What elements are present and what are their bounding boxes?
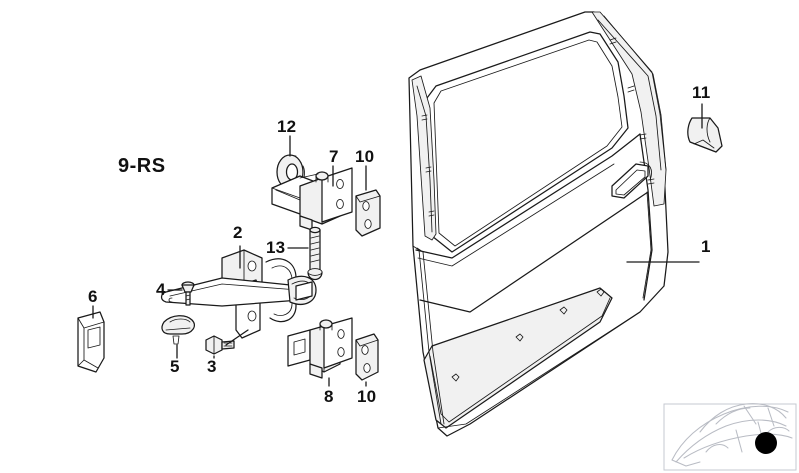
upper-hinge	[271, 167, 353, 231]
lower-hinge	[287, 317, 353, 379]
bolt-threads	[310, 235, 320, 263]
callout-label-4: 4	[156, 280, 166, 299]
molding-clips	[451, 288, 605, 382]
callout-label-5: 5	[170, 357, 180, 376]
callout-label-10-lower: 10	[357, 387, 377, 406]
door-handle	[611, 161, 652, 199]
location-marker	[755, 432, 777, 454]
callout-label-7: 7	[329, 147, 339, 166]
callout-label-10-upper: 10	[355, 147, 375, 166]
callout-label-3: 3	[207, 357, 217, 376]
diagram-code-label: 9-RS	[118, 155, 166, 177]
callout-label-11: 11	[692, 83, 711, 102]
front-channel-clips	[421, 114, 435, 217]
door-panel-assembly	[408, 11, 669, 437]
callout-label-8: 8	[324, 387, 334, 406]
hinge-shim-upper	[355, 189, 381, 237]
callout-label-1: 1	[701, 237, 711, 256]
hinge-pin-bolt	[307, 226, 323, 281]
callout-label-2: 2	[233, 223, 243, 242]
cone-plug	[687, 117, 723, 153]
hinge-shim-lower	[355, 333, 379, 381]
wedge-bracket	[77, 311, 105, 373]
door-check-strap	[160, 249, 317, 339]
hex-bolt-lower	[205, 335, 235, 355]
callout-label-12: 12	[277, 117, 297, 136]
screw-upper	[181, 281, 195, 306]
callout-label-13: 13	[266, 238, 286, 257]
leader-3b	[225, 329, 249, 346]
callout-label-6: 6	[88, 287, 98, 306]
vehicle-locator-thumbnail	[663, 403, 797, 471]
retaining-clip	[161, 315, 195, 345]
